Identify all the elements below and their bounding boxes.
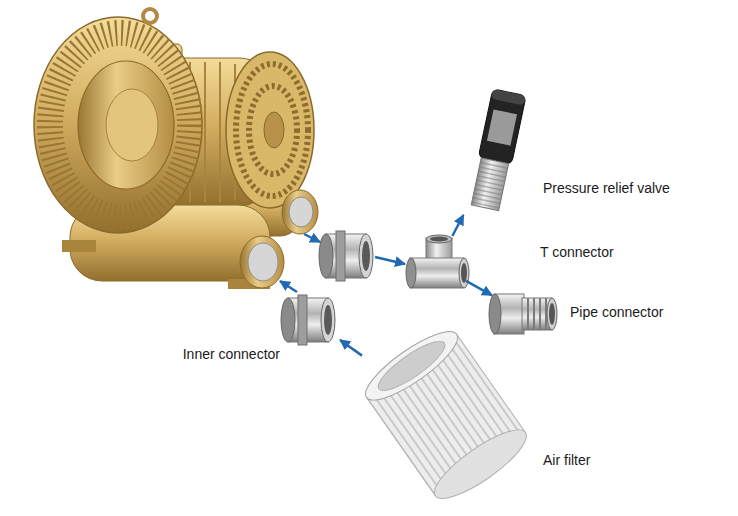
part-box: Pressure relief valve [462,88,532,215]
inner-connector-picture [319,231,373,281]
part-label: Air filter [543,452,590,469]
part-label: T connector [540,244,614,261]
part-label: Inner connector [183,346,280,363]
assembly-arrow [340,340,362,356]
assembly-arrow [466,281,492,295]
part-box: Pipe connector [492,286,560,342]
assembly-arrow [304,234,320,242]
assembly-arrow [280,281,297,292]
assembly-arrow [375,257,405,264]
part-label: Pressure relief valve [543,180,670,197]
part-label: Pipe connector [570,304,663,321]
assembly-arrows [280,234,405,292]
inner-connector-picture [281,295,335,345]
pipe-connector-picture [489,294,557,334]
side-channel-blower [34,9,318,289]
part-box: T connector [408,236,466,294]
air-filter-picture [357,321,534,509]
assembly-arrow [452,215,463,236]
part-box: Inner connector [284,292,340,348]
part-box: Air filter [362,328,530,503]
t-connector-picture [406,235,469,288]
pressure-relief-valve-picture [468,89,526,211]
